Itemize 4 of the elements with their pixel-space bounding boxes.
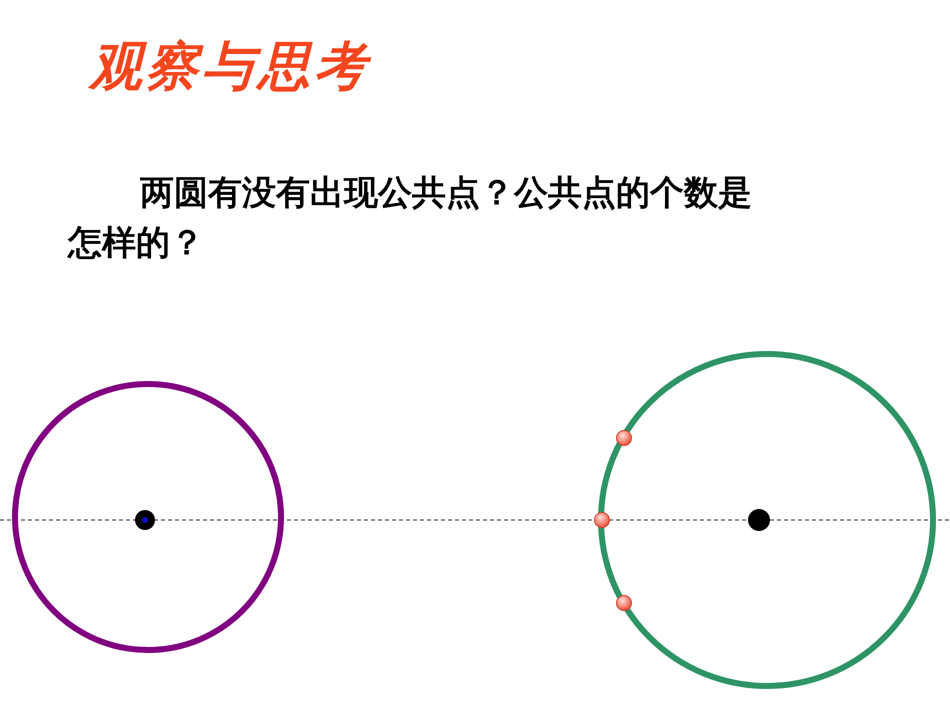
circle-outline [12, 381, 284, 653]
title: 观察与思考 [90, 36, 370, 98]
question-text: 两圆有没有出现公共点？公共点的个数是怎样的？ [68, 172, 753, 265]
circle-outline [598, 351, 936, 689]
